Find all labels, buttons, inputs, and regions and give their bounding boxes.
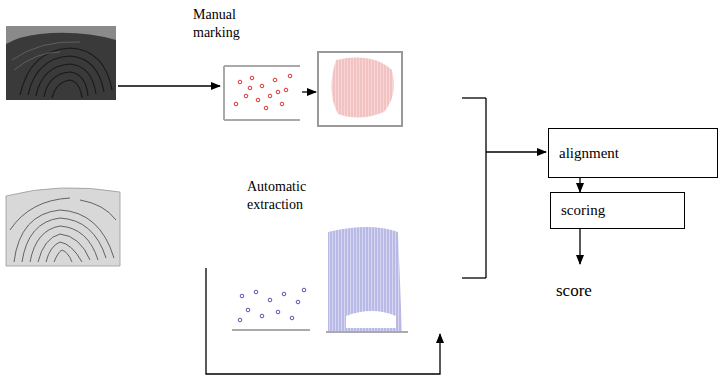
annotation-label: Automatic extraction: [247, 178, 339, 214]
manual-region: [318, 52, 402, 126]
annotation-label: Manual marking: [193, 6, 265, 42]
extracted-minutiae: [232, 288, 310, 330]
flow-arrow: [579, 178, 580, 192]
process-box: scoring: [550, 192, 685, 229]
flow-lines: [118, 86, 580, 374]
process-box: alignment: [548, 128, 718, 178]
annotation-label: score: [556, 280, 646, 302]
box-label: scoring: [561, 202, 605, 219]
box-label: alignment: [559, 145, 619, 162]
extracted-region: [326, 227, 408, 332]
latent-fingerprint: [6, 26, 116, 100]
manual-minutiae: [224, 66, 300, 120]
reference-fingerprint: [6, 188, 120, 266]
